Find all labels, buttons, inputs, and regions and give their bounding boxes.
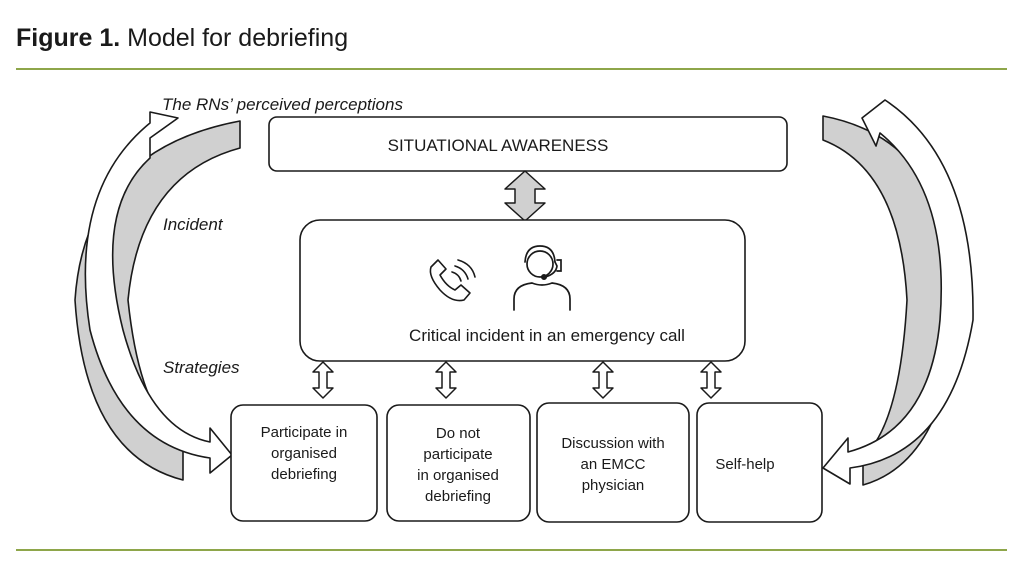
strategy-text-1: Participate in organised debriefing [261,424,348,483]
operator-headset-icon [513,245,571,311]
strategy-box-1 [230,404,378,522]
strategy-box-2 [386,404,531,522]
strategy-double-arrow-2 [435,361,457,399]
strategy-text-4: Self-help [715,456,774,473]
strategy-box-3 [536,402,690,523]
figure-title: Figure 1. Model for debriefing [16,24,348,53]
strategy-box-4 [696,402,823,523]
small-arrows-group [312,361,722,399]
strategy-text-line: an EMCC [580,456,645,473]
label-incident: Incident [163,215,224,234]
strategy-text-line: Self-help [715,456,774,473]
left-white-curved-arrow [84,111,233,474]
figure-caption: Model for debriefing [127,24,349,52]
strategy-text-line: in organised [417,467,499,484]
strategy-double-arrow-3 [592,361,614,399]
bottom-rule [16,549,1007,551]
situational-awareness-box [268,116,788,172]
label-perceptions: The RNs’ perceived perceptions [162,95,403,114]
figure-label: Figure 1. [16,24,121,52]
phone-icon [429,259,476,302]
strategy-text-3: Discussion with an EMCC physician [561,435,664,494]
strategy-double-arrow-4 [700,361,722,399]
strategy-boxes-group: Participate in organised debriefing Do not p… [230,402,823,523]
strategy-text-line: organised [271,445,337,462]
top-double-arrow [504,170,546,222]
right-white-curved-arrow [822,99,974,485]
strategy-double-arrow-1 [312,361,334,399]
strategy-text-line: debriefing [271,466,337,483]
strategy-text-line: physician [582,477,645,494]
strategy-text-line: Discussion with [561,435,664,452]
situational-awareness-text: SITUATIONAL AWARENESS [388,136,609,155]
critical-incident-text: Critical incident in an emergency call [409,326,685,345]
top-rule [16,68,1007,70]
strategy-text-line: debriefing [425,488,491,505]
strategy-text-2: Do not participate in organised debriefing [417,425,499,505]
strategy-text-line: Do not [436,425,481,442]
critical-incident-box [299,219,746,362]
strategy-text-line: Participate in [261,424,348,441]
strategy-text-line: participate [423,446,492,463]
label-strategies: Strategies [163,358,240,377]
